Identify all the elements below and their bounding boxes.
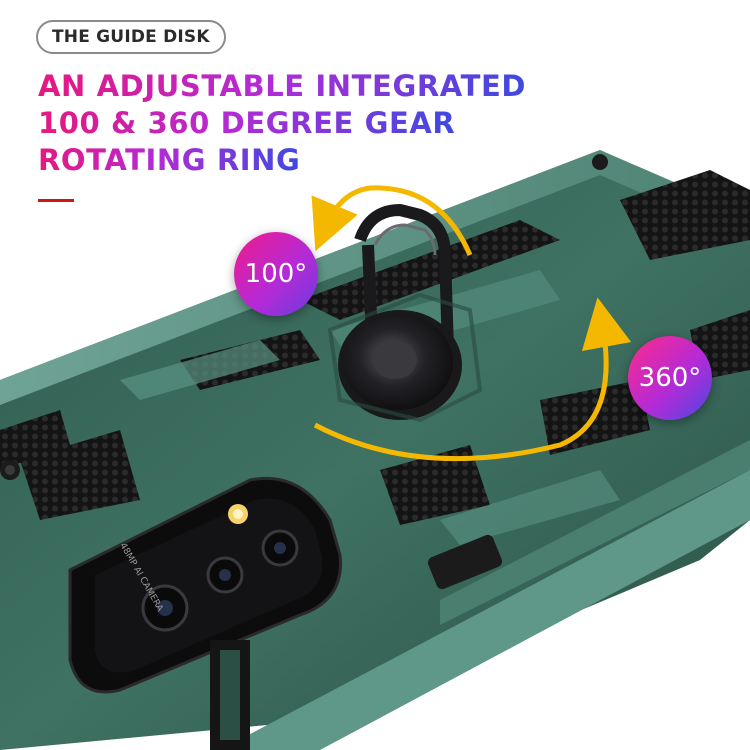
bumper-details xyxy=(0,154,608,750)
guide-disk-label: THE GUIDE DISK xyxy=(36,20,226,54)
rotating-ring xyxy=(327,204,483,423)
headline-line-1: AN ADJUSTABLE INTEGRATED xyxy=(38,69,527,103)
accent-divider xyxy=(38,199,74,202)
headline: AN ADJUSTABLE INTEGRATED 100 & 360 DEGRE… xyxy=(38,68,527,179)
camera-module: 48MP AI CAMERA xyxy=(68,476,342,694)
headline-line-2: 100 & 360 DEGREE GEAR xyxy=(38,106,456,140)
rotation-badge-360: 360° xyxy=(628,336,712,420)
headline-line-3: ROTATING RING xyxy=(38,143,301,177)
rotation-arrows xyxy=(311,185,632,462)
rotation-badge-100: 100° xyxy=(234,232,318,316)
